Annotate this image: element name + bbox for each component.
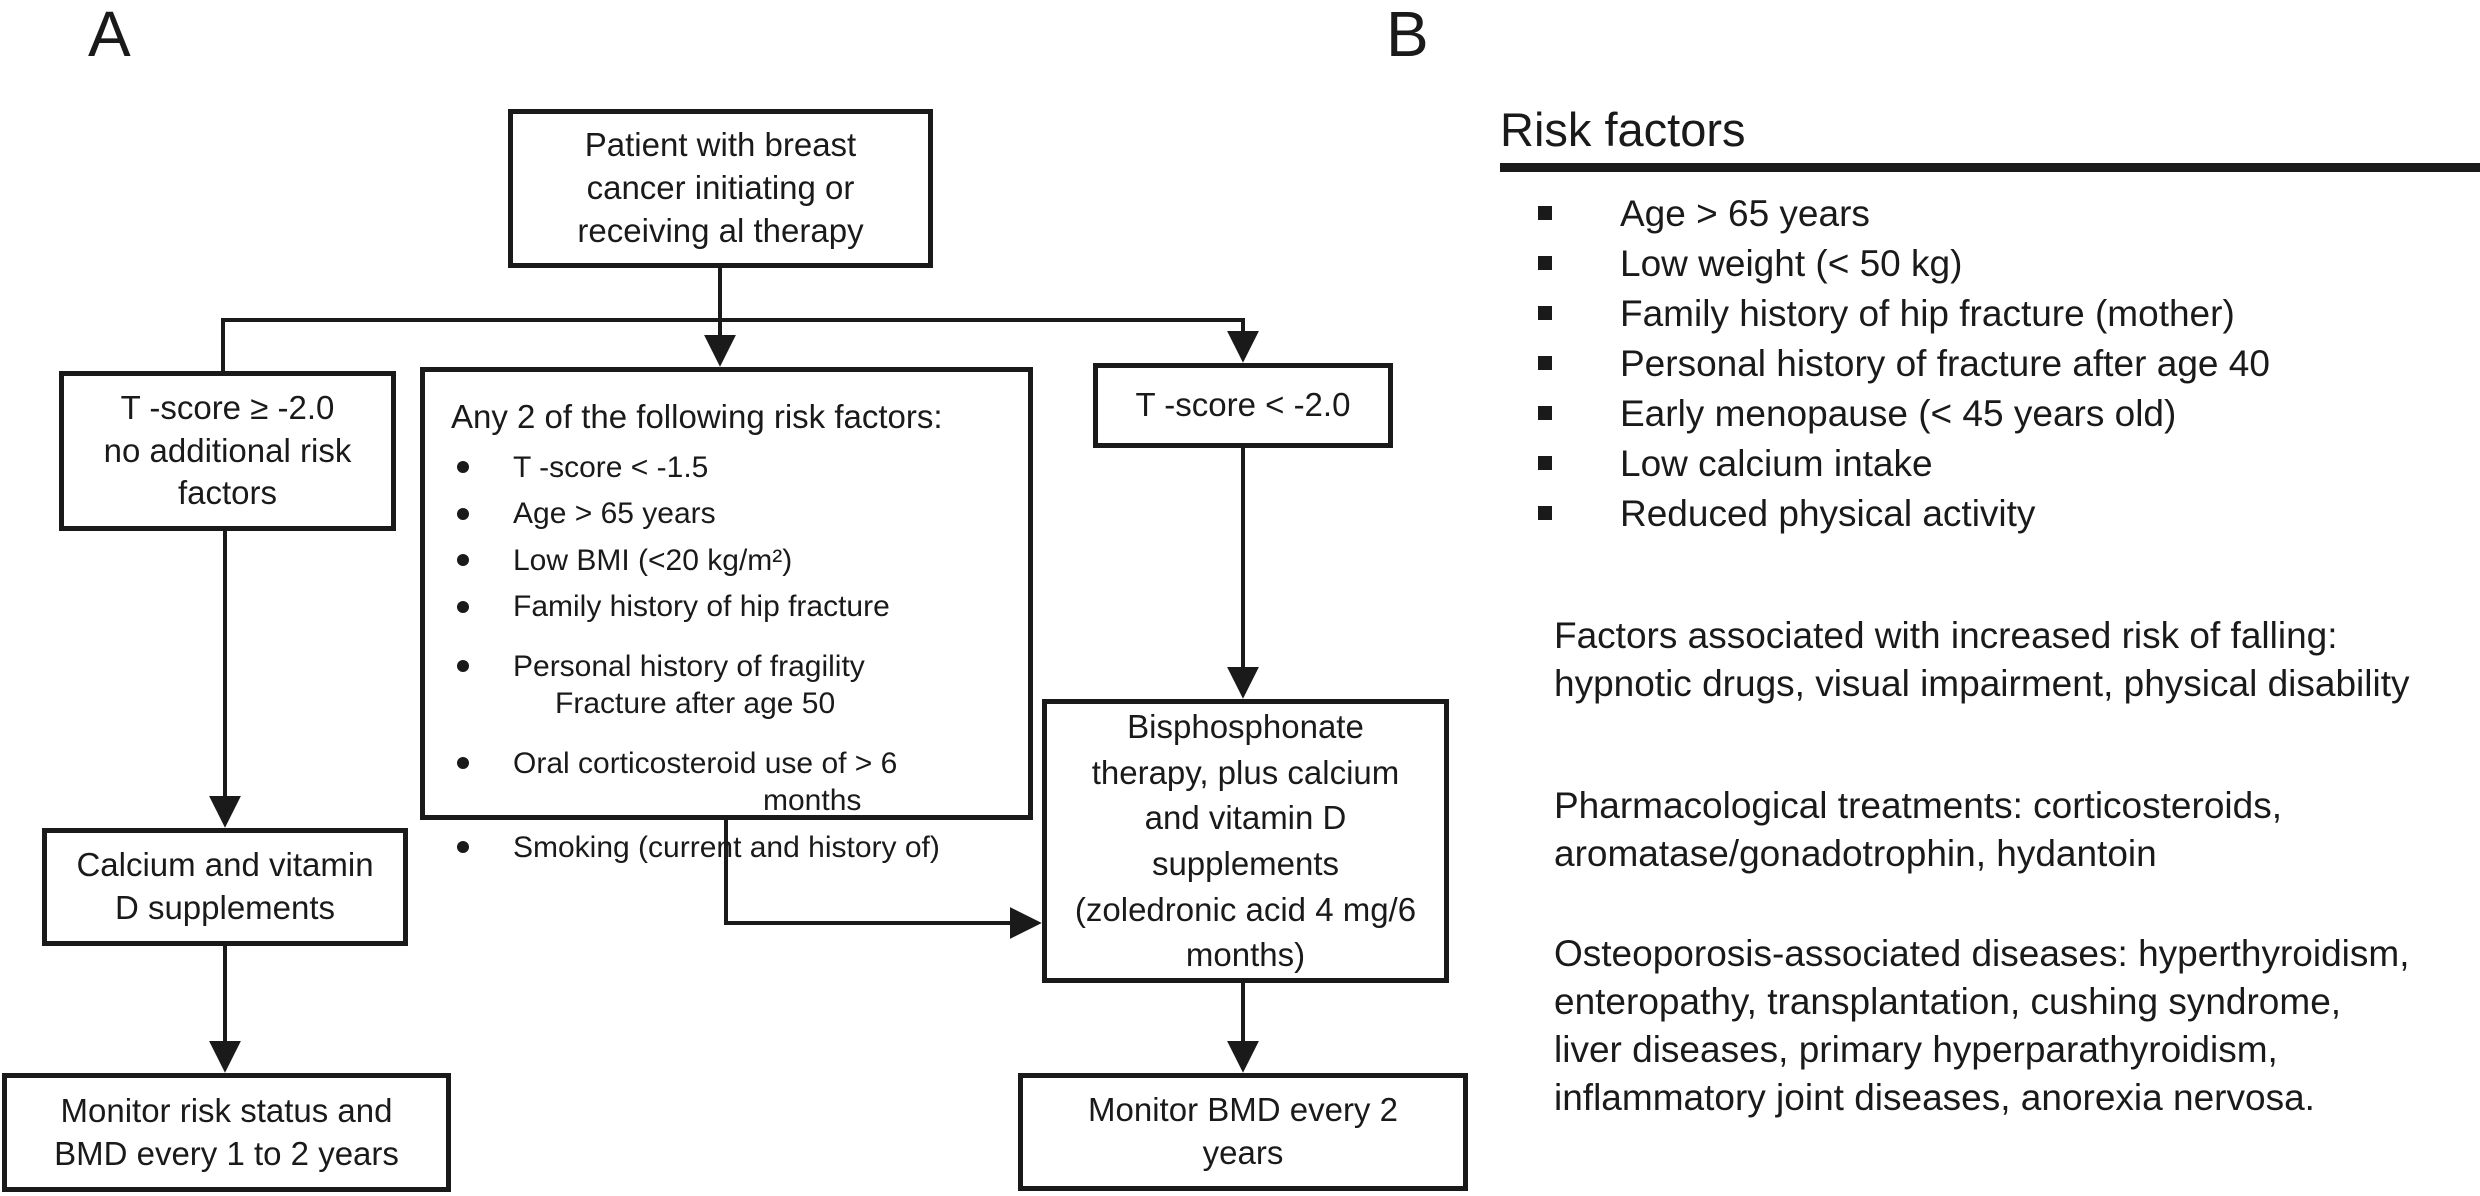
- list-item: Personal history of fracture after age 4…: [1538, 345, 2270, 382]
- risk-factors-list: Age > 65 years Low weight (< 50 kg) Fami…: [1538, 195, 2270, 546]
- list-item: T -score < -1.5: [425, 449, 1008, 487]
- any-two-title: Any 2 of the following risk factors:: [451, 398, 943, 435]
- list-item: Oral corticosteroid use of > 6 months: [425, 745, 1008, 820]
- node-tscore-high: T -score ≥ -2.0 no additional risk facto…: [59, 371, 396, 531]
- any-two-list: T -score < -1.5 Age > 65 years Low BMI (…: [425, 449, 1008, 867]
- list-item: Age > 65 years: [1538, 195, 2270, 232]
- node-monitor-risk: Monitor risk status and BMD every 1 to 2…: [2, 1073, 451, 1192]
- bullet-square-icon: [1538, 456, 1552, 470]
- list-item: Reduced physical activity: [1538, 495, 2270, 532]
- panel-b-label: B: [1386, 0, 1429, 70]
- bullet-square-icon: [1538, 406, 1552, 420]
- node-any-two-risk-factors: Any 2 of the following risk factors: T -…: [420, 367, 1033, 864]
- paragraph-osteoporosis-diseases: Osteoporosis-associated diseases: hypert…: [1554, 933, 2410, 1118]
- bullet-dot-icon: [457, 461, 469, 474]
- bullet-dot-icon: [457, 757, 469, 770]
- list-item: Family history of hip fracture (mother): [1538, 295, 2270, 332]
- bullet-square-icon: [1538, 256, 1552, 270]
- bullet-square-icon: [1538, 206, 1552, 220]
- bullet-dot-icon: [457, 841, 469, 854]
- bullet-dot-icon: [457, 554, 469, 567]
- bullet-square-icon: [1538, 306, 1552, 320]
- list-item: Low weight (< 50 kg): [1538, 245, 2270, 282]
- list-item: Smoking (current and history of): [425, 829, 1008, 867]
- node-tscore-low: T -score < -2.0: [1093, 363, 1393, 448]
- list-item: Family history of hip fracture: [425, 588, 1008, 626]
- list-item: Low calcium intake: [1538, 445, 2270, 482]
- list-item: Low BMI (<20 kg/m²): [425, 542, 1008, 580]
- node-monitor-bmd: Monitor BMD every 2 years: [1018, 1073, 1468, 1191]
- paragraph-pharmacological: Pharmacological treatments: corticostero…: [1554, 785, 2282, 874]
- bullet-dot-icon: [457, 660, 469, 673]
- edge-branch-left-right: [221, 318, 1259, 371]
- bullet-square-icon: [1538, 356, 1552, 370]
- list-item: Personal history of fragility Fracture a…: [425, 648, 1008, 723]
- node-calcium: Calcium and vitamin D supplements: [42, 828, 408, 946]
- bullet-dot-icon: [457, 600, 469, 613]
- heading-underline: [1500, 163, 2480, 172]
- panel-a-label: A: [88, 0, 131, 70]
- risk-factors-heading: Risk factors: [1500, 103, 1746, 156]
- list-item: Age > 65 years: [425, 495, 1008, 533]
- bullet-dot-icon: [457, 507, 469, 520]
- bullet-square-icon: [1538, 506, 1552, 520]
- node-patient: Patient with breast cancer initiating or…: [508, 109, 933, 268]
- paragraph-falling-risk: Factors associated with increased risk o…: [1554, 615, 2410, 704]
- node-bisphosphonate: Bisphosphonate therapy, plus calcium and…: [1042, 699, 1449, 983]
- list-item: Early menopause (< 45 years old): [1538, 395, 2270, 432]
